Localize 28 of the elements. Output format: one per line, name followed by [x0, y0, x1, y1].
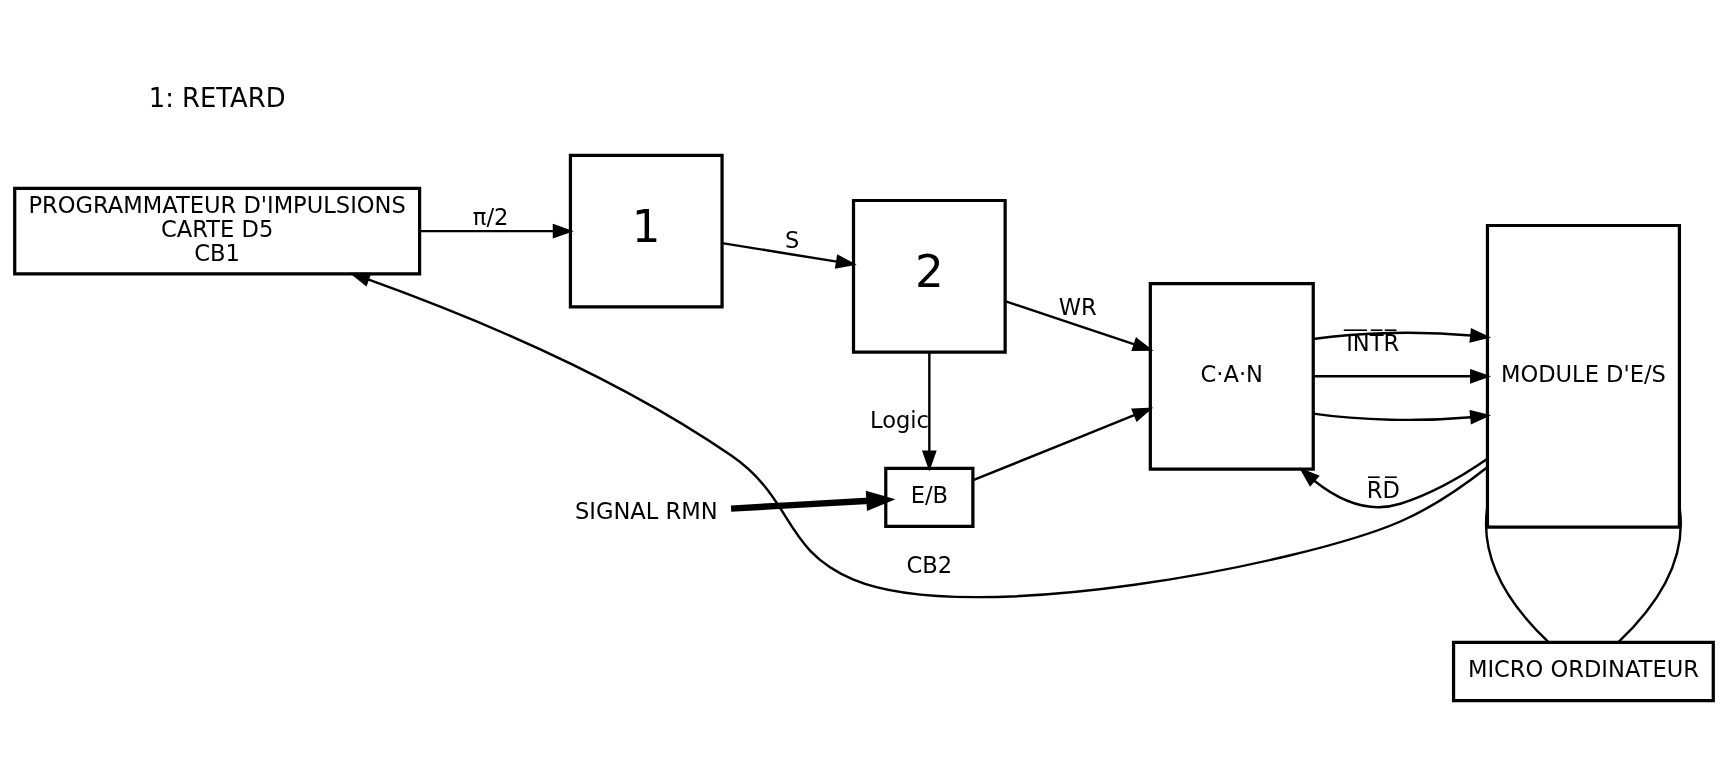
arrow: [1299, 457, 1489, 509]
edge-label: R̅D̅: [1366, 476, 1400, 503]
arrow: [1313, 409, 1492, 425]
connector: [1617, 506, 1682, 643]
arrow: [972, 407, 1154, 482]
node-box: E/B: [884, 466, 975, 528]
edge-label: π/2: [472, 204, 509, 231]
edge-label: S: [785, 226, 800, 253]
edge-label: Logic: [869, 407, 929, 433]
arrow: [1313, 368, 1492, 384]
node-box: 1: [568, 153, 724, 309]
arrow: [1313, 328, 1492, 343]
node-box: PROGRAMMATEUR D'IMPULSIONS CARTE D5 CB1: [13, 186, 422, 276]
arrow: [349, 272, 1488, 599]
node-box: MICRO ORDINATEUR: [1451, 640, 1715, 703]
edge-label: CB2: [906, 552, 953, 579]
arrow: [721, 241, 857, 269]
node-text: SIGNAL RMN: [574, 498, 718, 525]
node-box: 2: [851, 198, 1007, 354]
arrow: [730, 490, 896, 512]
arrow: [921, 352, 937, 472]
connector: [1484, 506, 1550, 643]
label: 1: RETARD: [148, 82, 286, 113]
edge-label: WR: [1058, 294, 1097, 321]
node-box: MODULE D'E/S: [1485, 223, 1681, 529]
arrow: [1005, 300, 1154, 352]
arrow: [419, 223, 574, 239]
node-box: C·A·N: [1148, 281, 1315, 471]
